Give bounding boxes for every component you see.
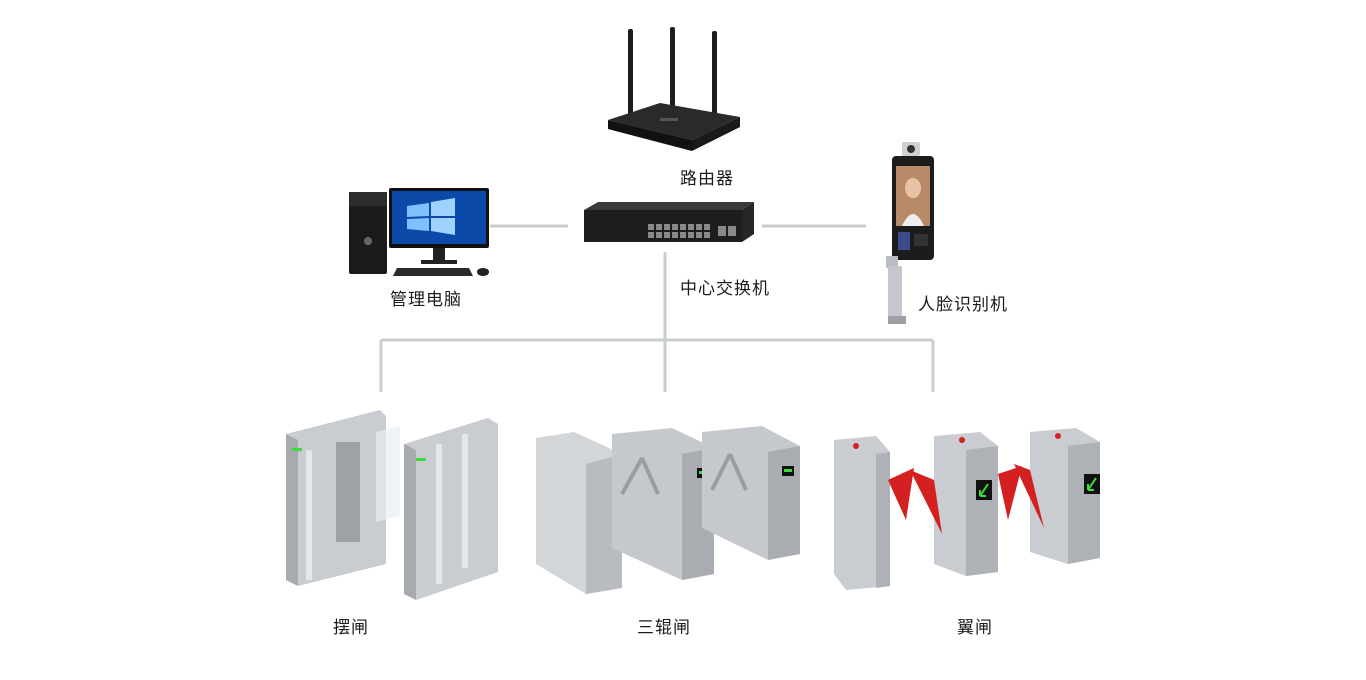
computer-icon: [349, 188, 489, 276]
switch-icon: [584, 202, 754, 242]
switch-label: 中心交换机: [680, 279, 770, 299]
face-terminal-icon: [886, 142, 934, 324]
router-icon: [608, 27, 740, 151]
swing-label: 摆闸: [333, 618, 369, 638]
tripod-label: 三辊闸: [637, 618, 691, 638]
flap-barrier-icon: [834, 428, 1100, 590]
router-label: 路由器: [680, 169, 734, 189]
swing-gate-icon: [286, 410, 498, 600]
face-label: 人脸识别机: [918, 295, 1008, 315]
flap-label: 翼闸: [957, 618, 993, 638]
pc-label: 管理电脑: [390, 290, 462, 310]
tripod-turnstile-icon: [536, 426, 800, 594]
